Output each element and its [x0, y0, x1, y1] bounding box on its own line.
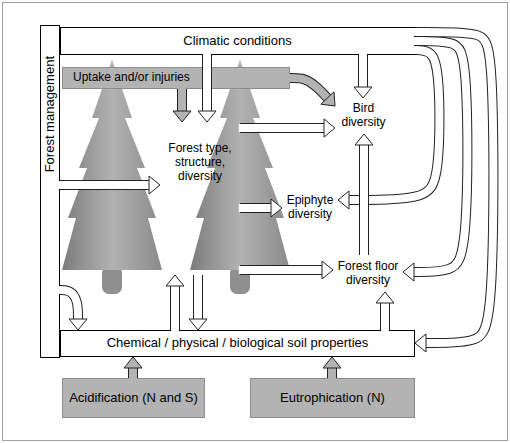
node-text: Bird diversity	[335, 102, 392, 130]
diversity-label: Forest floor diversity	[333, 255, 403, 292]
arrow-body	[359, 54, 367, 88]
diversity-label: Bird diversity	[335, 98, 392, 134]
arrow-body	[360, 144, 368, 256]
node-text: Uptake and/or injuries	[73, 71, 190, 85]
influence-arrow	[354, 54, 372, 98]
arrow-head	[322, 261, 333, 279]
arrow-head	[189, 319, 207, 330]
arrow-body	[414, 32, 494, 343]
influence-arrow	[124, 357, 142, 379]
node-text: Acidification (N and S)	[69, 391, 198, 406]
arrow-head	[149, 176, 160, 194]
influence-arrow	[239, 119, 335, 137]
outer-frame	[3, 3, 508, 441]
forest-label: Forest type, structure, diversity	[160, 122, 240, 275]
arrow-body	[328, 367, 336, 379]
arrow-head	[324, 119, 335, 137]
influence-arrow	[239, 261, 333, 279]
arrow-head	[173, 111, 191, 122]
arrow-body	[59, 290, 78, 320]
soil-box: Chemical / physical / biological soil pr…	[60, 330, 415, 357]
management-band: Forest management	[40, 25, 60, 358]
arrow-head	[415, 334, 426, 352]
arrow-head	[198, 111, 216, 122]
arrow-head	[271, 199, 282, 217]
arrow-body	[194, 274, 202, 320]
influence-arrow	[189, 274, 207, 330]
conifer-tree	[62, 60, 162, 270]
arrow-body	[59, 181, 150, 189]
arrow-outline	[413, 41, 467, 272]
node-text: Eutrophication (N)	[280, 391, 385, 406]
input-box: Acidification (N and S)	[62, 378, 205, 418]
arrow-head	[124, 357, 142, 368]
arrow-head	[69, 319, 87, 330]
arrow-body	[239, 266, 323, 274]
arrow-head	[323, 357, 341, 368]
arrow-head	[321, 92, 335, 106]
influence-arrow	[59, 176, 160, 194]
arrow-body	[178, 88, 186, 112]
influence-arrow	[198, 54, 216, 122]
arrow-body	[239, 204, 272, 212]
influence-arrow	[414, 32, 494, 352]
influence-arrow	[59, 290, 87, 330]
arrow-head	[166, 275, 184, 286]
tree-trunk	[102, 266, 122, 294]
arrow-head	[355, 134, 373, 145]
node-text: Forest management	[43, 56, 58, 172]
node-text: Forest floor diversity	[333, 260, 403, 288]
arrow-body	[381, 302, 389, 331]
arrow-head	[338, 191, 349, 209]
arrow-head	[376, 292, 394, 303]
node-text: Forest type, structure, diversity	[160, 142, 240, 183]
node-text: Climatic conditions	[183, 34, 291, 49]
influence-arrow	[338, 50, 439, 209]
influence-arrow	[403, 41, 467, 281]
arrow-body	[289, 78, 328, 99]
factor-box: Climatic conditions	[60, 27, 415, 55]
influence-arrow	[166, 275, 184, 331]
input-box: Eutrophication (N)	[250, 378, 415, 418]
arrow-outline	[415, 32, 493, 343]
arrow-head	[403, 263, 414, 281]
influence-arrow	[376, 292, 394, 331]
arrow-body	[413, 41, 467, 272]
arrow-body	[239, 124, 325, 132]
arrow-body	[203, 54, 211, 112]
influence-arrow	[323, 357, 341, 379]
influence-arrow	[289, 78, 335, 106]
influence-arrow	[355, 134, 373, 256]
influence-arrow	[239, 199, 282, 217]
arrow-body	[129, 367, 137, 379]
influence-arrow	[173, 88, 191, 122]
node-text: Epiphyte diversity	[282, 194, 338, 222]
impact-band: Uptake and/or injuries	[62, 67, 290, 89]
diversity-label: Epiphyte diversity	[282, 190, 338, 226]
arrow-body	[171, 285, 179, 331]
arrow-head	[354, 87, 372, 98]
node-text: Chemical / physical / biological soil pr…	[107, 336, 369, 351]
